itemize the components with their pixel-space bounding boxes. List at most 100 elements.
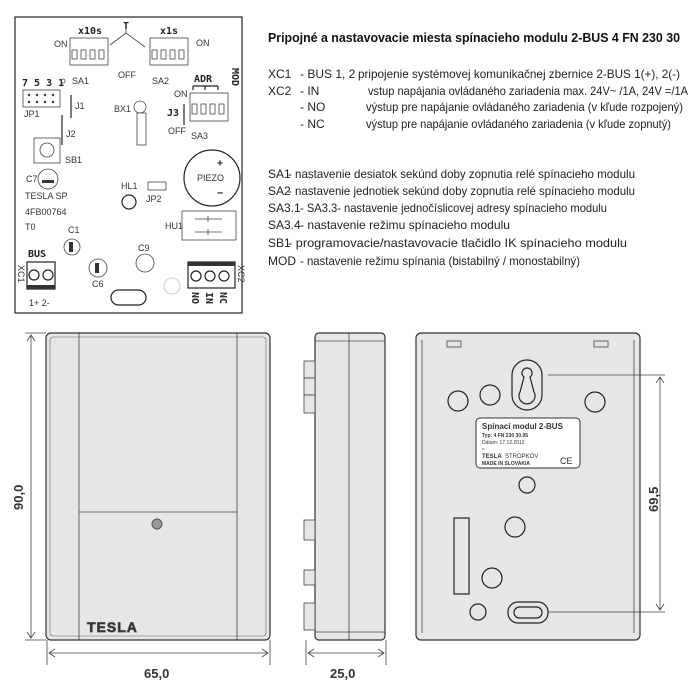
status-led [151, 518, 163, 530]
xc2-key: XC2 [268, 84, 292, 98]
mod-key: MOD [268, 254, 296, 268]
pcb-layout: x10s T x1s ON ON OFF SA1 SA2 7 5 3 1 JP1… [14, 16, 246, 314]
xc2-nc-desc: výstup pre napájanie ovládaného zariaden… [366, 117, 671, 131]
sa3-on-label: ON [174, 89, 188, 99]
jp2-jumper [147, 181, 167, 191]
page-title: Pripojné a nastavovacie miesta spínacieh… [268, 31, 680, 45]
hl1-led [121, 194, 137, 210]
bus-label: BUS [28, 249, 46, 260]
hl1-label: HL1 [121, 181, 138, 191]
sa34-key: SA3.4 [268, 218, 301, 232]
mod-label: MOD [229, 68, 240, 86]
c7-label: C7 [26, 174, 38, 184]
sa31-desc: - SA3.3- nastavenie jednočíslicovej adre… [300, 201, 607, 215]
label-c: c: [482, 446, 485, 451]
tesla-sp-label: TESLA SP [25, 191, 68, 201]
sb1-label: SB1 [65, 155, 82, 165]
sa31-key: SA3.1 [268, 201, 301, 215]
x1s-label: x1s [160, 26, 178, 37]
t-label: T [123, 21, 129, 32]
t-connector-lines [109, 28, 146, 48]
sa1-desc: - nastavenie desiatok sekúnd doby zopnut… [288, 167, 635, 181]
sa3-dip-switch [189, 92, 229, 122]
product-label: Spinaci modul 2-BUS Typ: 4 FN 230 30.05 … [475, 417, 581, 469]
hu1-label: HU1 [165, 221, 183, 231]
back-view: Spinaci modul 2-BUS Typ: 4 FN 230 30.05 … [415, 332, 665, 641]
sa1-dip-switch [69, 37, 109, 66]
sa3-off-label: OFF [168, 126, 186, 136]
ce-mark: CE [560, 456, 573, 466]
sa1-label: SA1 [72, 76, 89, 86]
jp1-header [22, 89, 61, 108]
sa3-label: SA3 [191, 131, 208, 141]
j1-label: J1 [75, 101, 85, 111]
c9-label: C9 [138, 243, 150, 253]
pin1-marker [60, 78, 66, 84]
label-brand: TESLA [482, 454, 502, 460]
t0-label: T0 [25, 222, 36, 232]
hu1-relay [181, 210, 237, 241]
c7-capacitor [37, 168, 59, 190]
no-pin-label: NO [189, 292, 200, 304]
j2-label: J2 [66, 129, 76, 139]
sa2-on-label: ON [196, 38, 210, 48]
sb1-key: SB1 [268, 236, 291, 250]
label-city: STROPKOV [505, 454, 538, 460]
label-title: Spinaci modul 2-BUS [482, 422, 564, 431]
front-view: TESLA 90,0 65,0 [11, 332, 271, 681]
svg-text:−: − [217, 188, 223, 199]
label-type: Typ: 4 FN 230 30.05 [482, 433, 528, 439]
sb1-desc: - programovacie/nastavovacie tlačidlo IK… [288, 236, 627, 250]
sa2-key: SA2 [268, 184, 291, 198]
side-view: 25,0 [303, 332, 387, 681]
xc2-in-sub: - IN [300, 84, 319, 98]
slot [453, 517, 470, 595]
keyhole-mount [511, 359, 543, 411]
hole-spacing-dimension: 69,5 [646, 487, 661, 512]
mounting-slot [110, 289, 147, 306]
sa34-desc: - nastavenie režimu spínacieho modulu [300, 218, 510, 232]
depth-dimension: 25,0 [330, 666, 355, 681]
adr-label: ADR [194, 74, 213, 85]
jp1-pins [27, 93, 55, 104]
c9-capacitor [135, 253, 155, 273]
xc1-key: XC1 [268, 67, 292, 81]
svg-text:+: + [217, 158, 223, 169]
part-number-label: 4FB00764 [25, 207, 67, 217]
sa2-dip-switch [149, 37, 189, 66]
label-made: MADE IN SLOVAKIA [482, 461, 530, 467]
sa1-on-label: ON [54, 39, 68, 49]
jp2-label: JP2 [146, 194, 162, 204]
bx1-circle [133, 100, 147, 114]
bottom-mount-slot [507, 601, 549, 624]
xc2-label: XC2 [236, 265, 246, 283]
xc1-label: XC1 [16, 265, 26, 283]
nc-pin-label: NC [217, 292, 228, 304]
xc1-pin-labels: 1+ 2- [29, 298, 50, 308]
piezo-label: PIEZO [197, 173, 224, 183]
jp1-pin-numbers: 7 5 3 1 [22, 78, 64, 89]
bx1-label: BX1 [114, 104, 131, 114]
pcb-outline [14, 16, 243, 314]
xc2-terminal [187, 261, 236, 289]
height-dimension: 90,0 [11, 485, 26, 510]
c6-label: C6 [92, 279, 104, 289]
tesla-logo: TESLA [87, 619, 138, 635]
sa1-key: SA1 [268, 167, 291, 181]
xc1-sub: - BUS 1, 2 [300, 67, 356, 81]
xc1-desc: pripojenie systémovej komunikačnej zbern… [358, 67, 680, 81]
xc2-no-sub: - NO [300, 100, 325, 114]
x10s-label: x10s [78, 26, 102, 37]
in-pin-label: IN [203, 292, 214, 304]
xc2-nc-sub: - NC [300, 117, 325, 131]
piezo-buzzer [183, 149, 241, 207]
label-date: Dátum: 17.12.2012 [482, 440, 525, 446]
xc2-no-desc: výstup pre napájanie ovládaného zariaden… [366, 100, 683, 114]
c1-capacitor [63, 238, 81, 256]
sa2-desc: - nastavenie jednotiek sekúnd doby zopnu… [288, 184, 635, 198]
description-text: Pripojné a nastavovacie miesta spínacieh… [268, 31, 688, 268]
sa2-label: SA2 [152, 76, 169, 86]
off-label: OFF [118, 70, 136, 80]
